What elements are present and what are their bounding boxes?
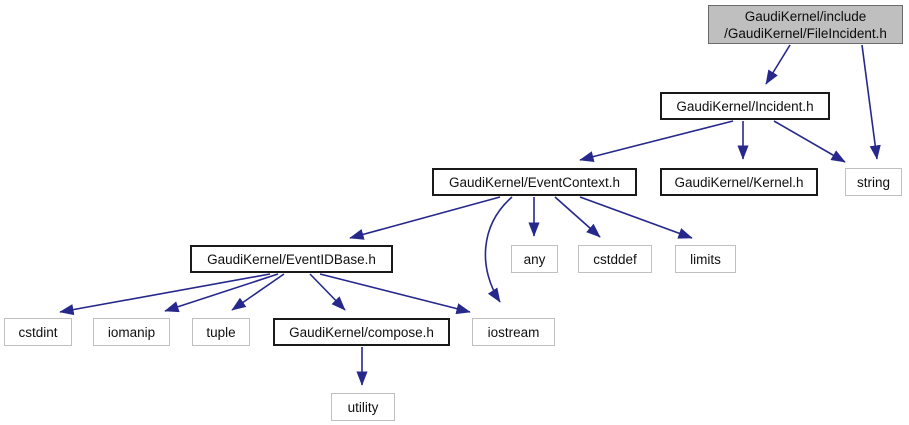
graph-node-kernel[interactable]: GaudiKernel/Kernel.h xyxy=(660,168,818,196)
graph-edge-eventidbase-to-compose xyxy=(309,273,346,311)
graph-node-incident[interactable]: GaudiKernel/Incident.h xyxy=(660,92,830,120)
graph-edge-eventidbase-to-cstdint xyxy=(59,273,271,316)
graph-node-fileincident[interactable]: GaudiKernel/include /GaudiKernel/FileInc… xyxy=(708,5,903,44)
graph-node-utility[interactable]: utility xyxy=(331,393,395,421)
graph-node-any[interactable]: any xyxy=(511,245,558,273)
graph-node-compose[interactable]: GaudiKernel/compose.h xyxy=(273,318,450,346)
graph-edge-eventcontext-to-limits xyxy=(579,196,693,239)
graph-edge-incident-to-string xyxy=(773,120,846,163)
graph-node-eventidbase[interactable]: GaudiKernel/EventIDBase.h xyxy=(190,245,393,273)
graph-edge-eventcontext-to-cstddef xyxy=(554,196,601,238)
graph-node-iomanip[interactable]: iomanip xyxy=(93,318,170,346)
graph-node-cstddef[interactable]: cstddef xyxy=(578,245,652,273)
graph-edge-eventidbase-to-iomanip xyxy=(164,273,279,313)
graph-edge-eventidbase-to-tuple xyxy=(231,273,285,311)
graph-node-iostream[interactable]: iostream xyxy=(472,318,555,346)
graph-node-cstdint[interactable]: cstdint xyxy=(4,318,72,346)
graph-edge-eventidbase-to-iostream xyxy=(319,273,471,315)
graph-edge-fileincident-to-incident xyxy=(765,44,791,85)
graph-edge-fileincident-to-string xyxy=(861,44,881,160)
graph-node-tuple[interactable]: tuple xyxy=(192,318,250,346)
graph-node-string[interactable]: string xyxy=(845,168,902,196)
graph-node-eventcontext[interactable]: GaudiKernel/EventContext.h xyxy=(432,168,637,196)
graph-node-limits[interactable]: limits xyxy=(675,245,736,273)
graph-edge-eventcontext-to-iostream xyxy=(484,196,513,303)
graph-edge-incident-to-eventcontext xyxy=(579,120,734,163)
graph-edge-eventcontext-to-eventidbase xyxy=(349,196,501,240)
